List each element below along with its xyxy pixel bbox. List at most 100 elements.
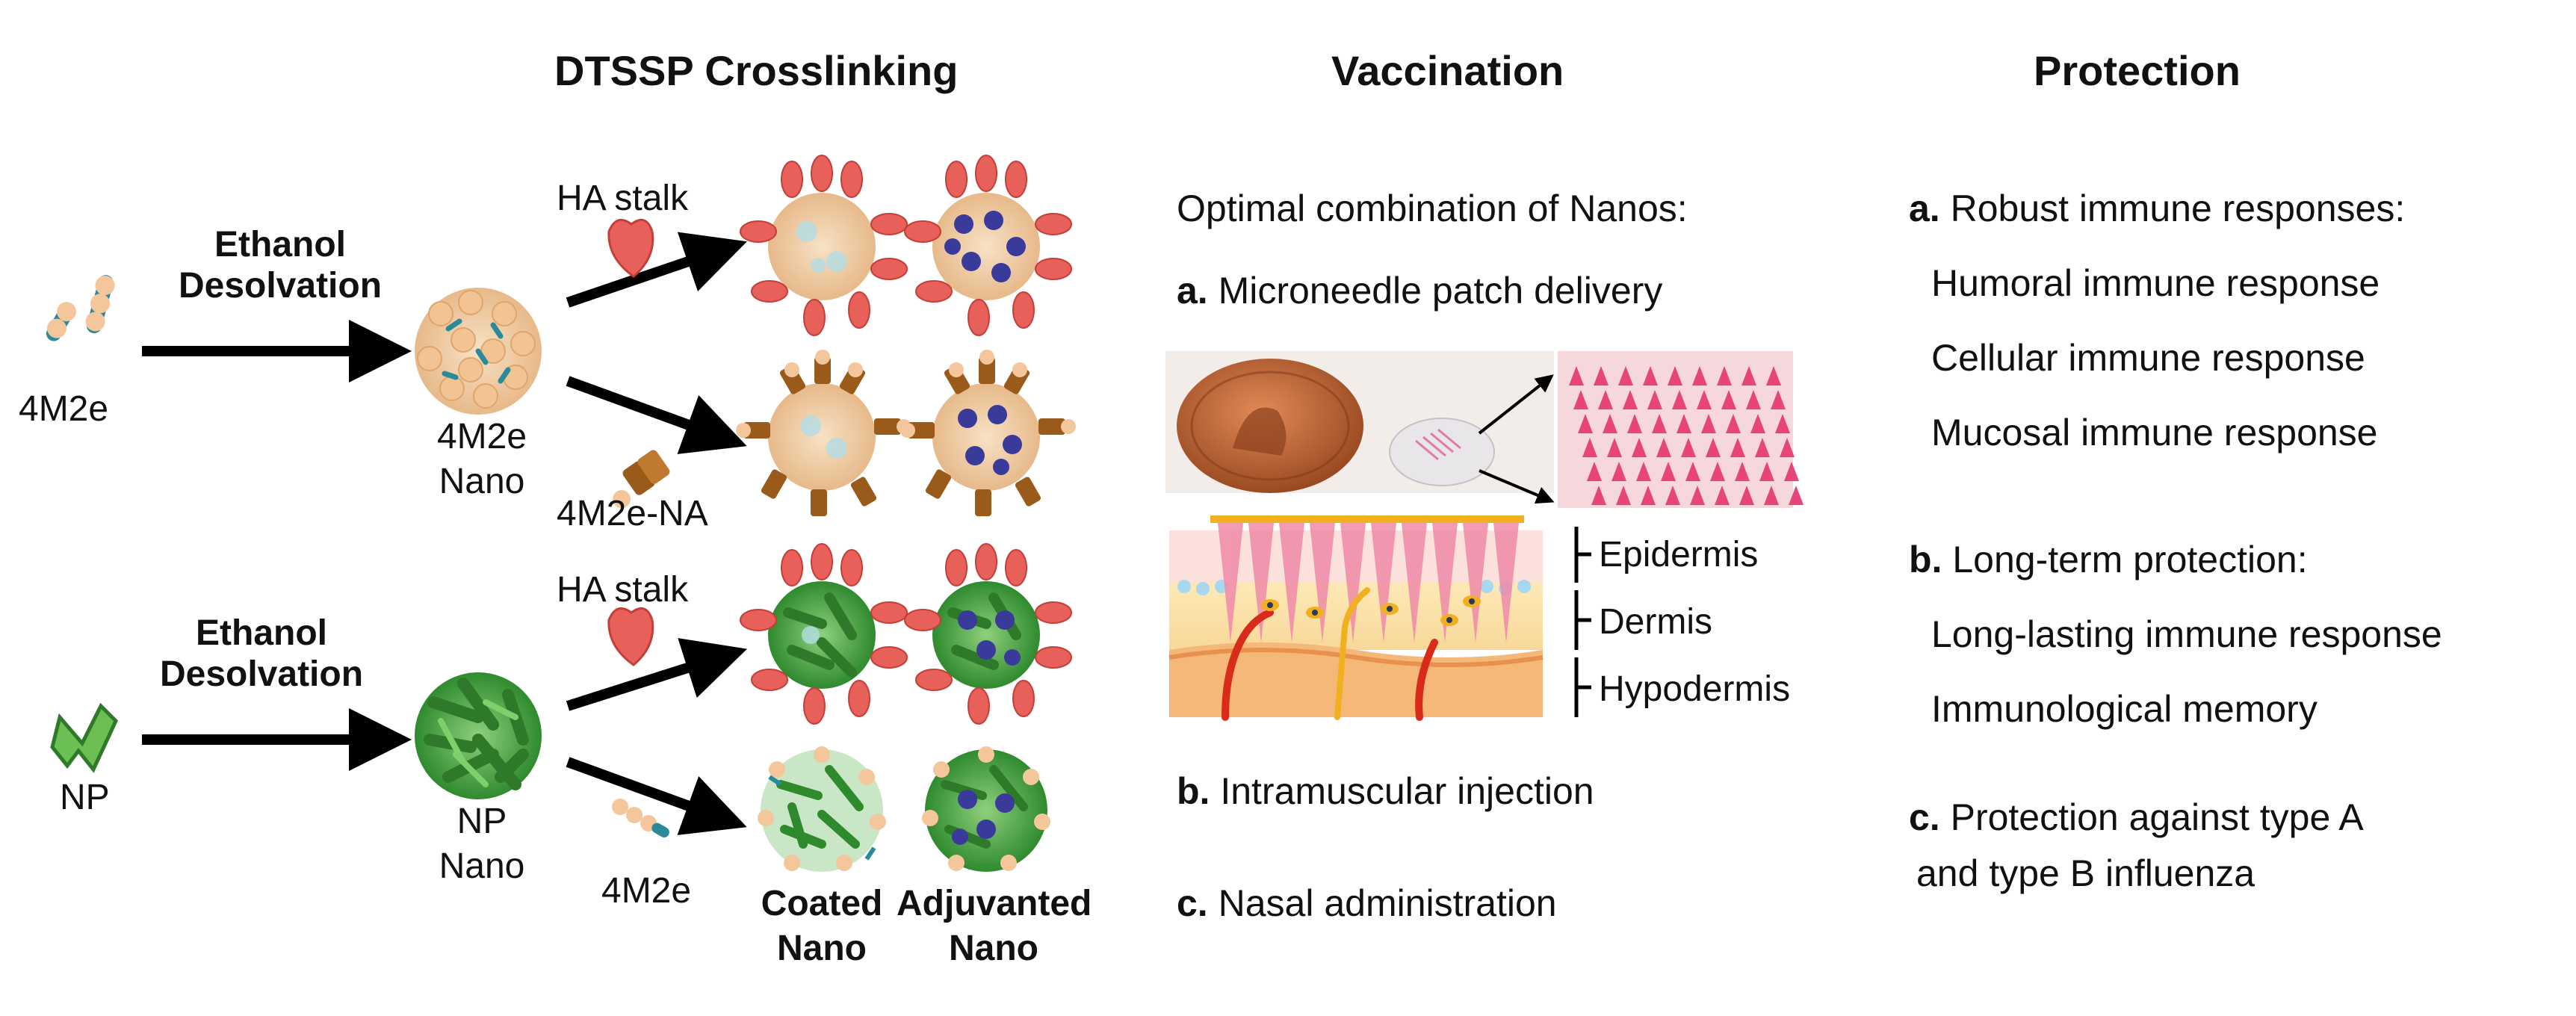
microneedle-tip bbox=[1607, 438, 1622, 457]
protection-b-letter: b. bbox=[1909, 539, 1942, 580]
microneedle-tip bbox=[1623, 390, 1638, 409]
protection-a-item-1: Humoral immune response bbox=[1931, 262, 2380, 304]
microneedle-tip bbox=[1598, 390, 1613, 409]
m2e-nano-line1: 4M2e bbox=[436, 417, 527, 456]
protection-c-letter: c. bbox=[1909, 796, 1940, 838]
skin-microneedle bbox=[1402, 523, 1427, 642]
vaccination-intro: Optimal combination of Nanos: bbox=[1177, 188, 1688, 229]
vaccination-c-letter: c. bbox=[1177, 882, 1208, 924]
microneedle-tip bbox=[1789, 486, 1803, 505]
np-nano-line2: Nano bbox=[439, 846, 525, 886]
m2e-na-label: 4M2e-NA bbox=[557, 494, 708, 533]
skin-microneedle bbox=[1432, 523, 1458, 642]
microneedle-patch-photo bbox=[1165, 351, 1554, 493]
skin-microneedle bbox=[1218, 523, 1243, 642]
microneedle-tip bbox=[1632, 438, 1647, 457]
microneedle-tip bbox=[1746, 390, 1761, 409]
protection-item-a: a. Robust immune responses: bbox=[1909, 187, 2405, 230]
microneedle-tip bbox=[1641, 486, 1656, 505]
microneedle-tip bbox=[1643, 366, 1658, 385]
protection-a-item-2: Cellular immune response bbox=[1931, 337, 2365, 379]
np-nano-line1: NP bbox=[456, 802, 507, 841]
ha-coated-np-nano bbox=[740, 543, 908, 725]
m2e-nano-line2: Nano bbox=[439, 462, 525, 501]
na-adjuvanted-m2e-nano bbox=[900, 350, 1076, 516]
skin-microneedle bbox=[1248, 523, 1274, 642]
desolvation-top-line1: Ethanol bbox=[214, 225, 346, 264]
microneedle-tip bbox=[1656, 438, 1671, 457]
ha-adjuvanted-np-nano bbox=[904, 543, 1072, 725]
ha-stalk-icon-bottom bbox=[607, 607, 654, 666]
np-protein-icon bbox=[50, 702, 119, 773]
microneedle-tip bbox=[1730, 438, 1745, 457]
microneedle-tip bbox=[1697, 390, 1712, 409]
microneedle-tip bbox=[1681, 438, 1696, 457]
m2e-nano-particle bbox=[415, 288, 542, 415]
microneedle-tip bbox=[1603, 414, 1617, 433]
zoom-pointer-arrows bbox=[1478, 374, 1555, 504]
m2e-peptide-icon bbox=[46, 275, 115, 341]
m2e-adjuvanted-np-nano bbox=[922, 746, 1050, 872]
adjuvanted-line2: Nano bbox=[949, 929, 1038, 968]
skin-microneedle bbox=[1279, 523, 1304, 642]
coated-line2: Nano bbox=[777, 929, 867, 968]
microneedle-tip bbox=[1618, 366, 1633, 385]
ha-stalk-label-top: HA stalk bbox=[557, 179, 689, 218]
microneedle-tip bbox=[1672, 390, 1687, 409]
microneedle-tip bbox=[1771, 390, 1786, 409]
microneedle-tip bbox=[1685, 462, 1700, 481]
np-nano-label: NP Nano bbox=[407, 799, 557, 889]
protection-a-letter: a. bbox=[1909, 188, 1940, 229]
vaccination-b-text: Intramuscular injection bbox=[1220, 770, 1594, 812]
vaccination-b-letter: b. bbox=[1177, 770, 1210, 812]
m2e-small-icon bbox=[612, 799, 669, 837]
adjuvanted-nano-label: Adjuvanted Nano bbox=[897, 882, 1092, 971]
microneedle-tip bbox=[1750, 414, 1765, 433]
desolvation-top-line2: Desolvation bbox=[178, 266, 383, 306]
microneedle-tip bbox=[1569, 366, 1584, 385]
protection-item-b: b. Long-term protection: bbox=[1909, 538, 2308, 581]
m2e-label-bottom: 4M2e bbox=[601, 871, 692, 911]
vaccination-item-a: a. Microneedle patch delivery bbox=[1177, 269, 1662, 312]
microneedle-tip bbox=[1715, 486, 1730, 505]
desolvation-top-label: Ethanol Desolvation bbox=[164, 224, 396, 306]
skin-microneedle bbox=[1463, 523, 1488, 642]
vaccination-item-c: c. Nasal administration bbox=[1177, 882, 1557, 925]
coated-nano-label: Coated Nano bbox=[740, 882, 904, 971]
header-crosslinking: DTSSP Crosslinking bbox=[554, 47, 959, 94]
ha-adjuvanted-m2e-nano bbox=[904, 155, 1072, 336]
microneedle-tip bbox=[1766, 366, 1781, 385]
protection-c-text-line2: and type B influenza bbox=[1916, 852, 2255, 894]
microneedle-tip bbox=[1591, 486, 1606, 505]
microneedle-tip bbox=[1627, 414, 1642, 433]
vaccination-a-letter: a. bbox=[1177, 270, 1208, 312]
microneedle-tip bbox=[1668, 366, 1682, 385]
input-np-label: NP bbox=[60, 778, 110, 817]
protection-b-text: Long-term protection: bbox=[1952, 539, 2308, 580]
microneedle-tip bbox=[1676, 414, 1691, 433]
ha-stalk-label-bottom: HA stalk bbox=[557, 570, 689, 610]
skin-microneedle bbox=[1310, 523, 1335, 642]
microneedle-tip bbox=[1741, 366, 1756, 385]
microneedle-tip bbox=[1582, 438, 1597, 457]
vaccination-item-b: b. Intramuscular injection bbox=[1177, 769, 1594, 813]
protection-b-item-2: Immunological memory bbox=[1931, 688, 2318, 730]
microneedle-tip bbox=[1578, 414, 1593, 433]
microneedle-tip bbox=[1587, 462, 1602, 481]
desolvation-bottom-line2: Desolvation bbox=[159, 654, 364, 694]
m2e-coated-np-nano bbox=[758, 746, 886, 872]
microneedle-tip bbox=[1717, 366, 1732, 385]
header-protection: Protection bbox=[2034, 47, 2241, 94]
microneedle-tip bbox=[1636, 462, 1651, 481]
protection-c-text-line1: Protection against type A bbox=[1950, 796, 2364, 838]
input-m2e-label: 4M2e bbox=[19, 389, 109, 429]
microneedle-tip bbox=[1611, 462, 1626, 481]
protection-item-c: c. Protection against type A bbox=[1909, 796, 2364, 839]
microneedle-tip bbox=[1616, 486, 1631, 505]
microneedle-tip bbox=[1784, 462, 1799, 481]
microneedle-tip bbox=[1594, 366, 1609, 385]
microneedle-tip bbox=[1710, 462, 1725, 481]
microneedle-tip bbox=[1573, 390, 1588, 409]
microneedle-tip bbox=[1706, 438, 1721, 457]
